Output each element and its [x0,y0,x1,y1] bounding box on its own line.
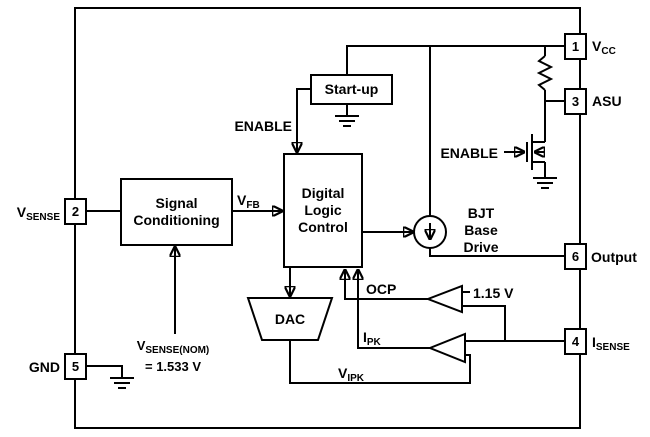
pin-box-3: 3 [564,88,587,115]
wire-vipk [289,340,471,384]
wires [86,45,566,384]
wire-enable-to-logic [297,88,310,151]
pin-label-vsense: VSENSE [16,204,60,223]
comparator-ipk [427,332,466,364]
pin-number-3: 3 [571,94,580,109]
pin-label-asu: ASU [592,93,622,109]
pin-number-6: 6 [571,249,580,264]
wire-vcc-to-startup [346,45,566,74]
pin-label-isense: ISENSE [592,334,630,353]
vsense-nom-symbol: VSENSE(NOM) [136,338,210,356]
vfb-label: VFB [237,192,260,211]
vsense-nom-value: = 1.533 V [144,358,202,374]
vsense-nom-label: VSENSE(NOM) = 1.533 V [110,337,236,375]
dac-label: DAC [274,311,306,327]
pin-number-4: 4 [571,334,580,349]
ocp-label: OCP [366,281,397,297]
current-source-symbol [413,215,447,249]
digital-logic-control-label: Digital Logic Control [298,184,348,236]
pin-label-output: Output [591,249,637,265]
startup-label: Start-up [324,80,379,97]
ground-symbol-startup [335,115,359,127]
comparator-ocp [425,284,463,314]
enable-logic-label: ENABLE [234,118,292,134]
block-digital-logic-control: Digital Logic Control [283,153,363,268]
bjt-base-drive-label: BJT Base Drive [463,205,499,255]
pin-box-4: 4 [564,328,587,355]
enable-gate-label: ENABLE [440,145,498,161]
block-signal-conditioning: Signal Conditioning [120,178,233,246]
wire-ocp-isense-input [462,305,506,341]
pin-number-5: 5 [71,359,80,374]
ref-voltage-label: 1.15 V [473,285,514,301]
pin-number-2: 2 [71,204,80,219]
pin-box-2: 2 [64,198,87,225]
pin-box-6: 6 [564,243,587,270]
wire-gnd-pin [86,365,123,378]
signal-conditioning-label: Signal Conditioning [133,194,220,228]
mosfet-symbol [526,134,546,178]
ground-symbol-mosfet [533,177,557,189]
block-startup: Start-up [310,74,393,105]
pin-box-1: 1 [564,33,587,60]
pin-number-1: 1 [571,39,580,54]
vipk-label: VIPK [338,365,365,384]
pin-label-gnd: GND [28,359,60,375]
wire-output [429,248,566,257]
wire-ipk [358,271,430,349]
dac-trapezoid [246,297,334,341]
resistor-symbol [536,55,554,91]
pin-label-vcc: VCC [592,38,616,57]
ground-symbol-gnd-pin [110,377,134,389]
ipk-label: IPK [363,329,381,348]
wire-ocp [345,271,428,300]
pin-box-5: 5 [64,353,87,380]
